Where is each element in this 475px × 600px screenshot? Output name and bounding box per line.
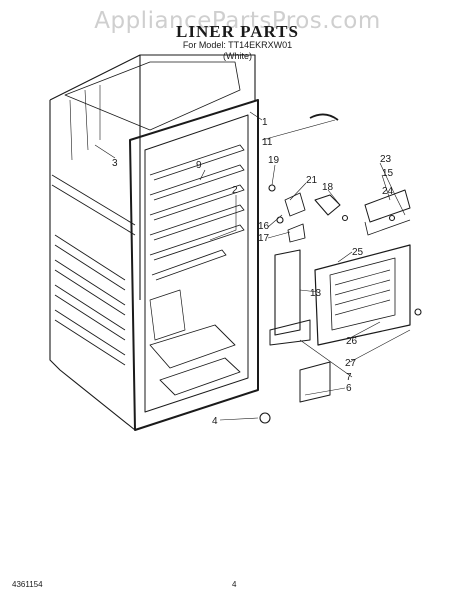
- page-title: LINER PARTS: [176, 22, 299, 41]
- callout-9: 9: [196, 160, 202, 171]
- callout-leaders: [94, 111, 411, 421]
- liner-bottom-tray: [149, 324, 236, 369]
- cabinet-top: [49, 54, 256, 101]
- callout-25: 25: [352, 247, 364, 258]
- callout-1: 1: [262, 117, 268, 128]
- callout-11: 11: [262, 137, 273, 148]
- callout-19: 19: [268, 155, 280, 166]
- model-subtitle: For Model: TT14EKRXW01 (White): [0, 40, 475, 62]
- bracket-plate: [299, 361, 331, 403]
- color-line: (White): [223, 51, 252, 61]
- cabinet-left-side: [49, 100, 136, 431]
- watermark: AppliancePartsPros.com: [94, 8, 381, 34]
- liner-frame-inner: [144, 114, 249, 413]
- callout-21: 21: [306, 175, 318, 186]
- control-housing: [314, 194, 341, 216]
- screw: [414, 308, 422, 316]
- liner-shelves: [149, 144, 245, 281]
- crisper-cover: [364, 189, 411, 223]
- wire-harness: [309, 113, 339, 121]
- callout-3: 3: [112, 158, 118, 169]
- callout-17: 17: [258, 233, 270, 244]
- duct-slots: [334, 269, 391, 316]
- callout-7: 7: [346, 372, 352, 383]
- liner-frame-outer: [129, 99, 259, 431]
- callout-6: 6: [346, 383, 352, 394]
- callout-16: 16: [258, 221, 270, 232]
- callout-4: 4: [212, 416, 218, 427]
- callout-18: 18: [322, 182, 334, 193]
- model-line: For Model: TT14EKRXW01: [182, 40, 293, 50]
- screw: [341, 214, 349, 222]
- callout-15: 15: [382, 168, 394, 179]
- callout-26: 26: [346, 336, 358, 347]
- callout-labels: 1 11 2 3 9 19 21 18 23 15 24 16 17 25 13…: [112, 117, 394, 427]
- evaporator-cover: [274, 249, 301, 336]
- document-number: 4361154: [12, 580, 43, 589]
- cabinet-side-ribs: [51, 174, 136, 366]
- air-duct-panel: [314, 244, 411, 346]
- callout-27: 27: [345, 358, 357, 369]
- callout-24: 24: [382, 186, 394, 197]
- screw: [268, 184, 276, 192]
- screw: [276, 216, 284, 224]
- callout-23: 23: [380, 154, 392, 165]
- drain-fitting: [259, 412, 271, 424]
- callout-2: 2: [232, 185, 238, 196]
- screw: [388, 214, 396, 222]
- cabinet-top-recess: [64, 61, 241, 131]
- page-number: 4: [232, 580, 237, 589]
- callout-13: 13: [310, 288, 322, 299]
